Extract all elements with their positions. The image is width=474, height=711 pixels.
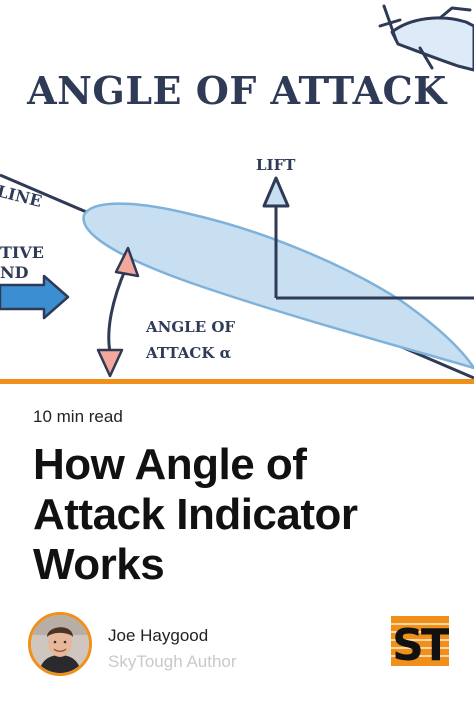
author-row: Joe Haygood SkyTough Author ST: [28, 612, 458, 682]
person-photo-icon: [31, 615, 89, 673]
article-title-line1: How Angle of: [33, 440, 307, 489]
lift-arrow-icon: [262, 176, 290, 208]
relative-wind-label-line1: TIVE: [0, 243, 44, 262]
angle-of-attack-diagram: LINE TIVE ND LIFT ANGLE OF ATTACK α: [0, 4, 474, 384]
relative-wind-label-line2: ND: [0, 263, 29, 282]
hero-title: ANGLE OF ATTACK: [27, 68, 447, 113]
relative-wind-arrow-icon: [0, 274, 70, 320]
angle-arrow-up-icon: [114, 246, 140, 278]
airplane-icon: [378, 4, 474, 72]
skytough-logo-icon: ST: [391, 616, 454, 671]
aoa-label-line1: ANGLE OF: [145, 318, 235, 336]
ground-line: [0, 379, 474, 384]
author-name[interactable]: Joe Haygood: [108, 626, 209, 645]
angle-arc: [107, 267, 128, 353]
aoa-label-line2: ATTACK α: [145, 344, 232, 362]
read-time: 10 min read: [33, 407, 123, 426]
article-title-line3: Works: [33, 540, 165, 589]
author-role: SkyTough Author: [108, 652, 237, 671]
hero-illustration: LINE TIVE ND LIFT ANGLE OF ATTACK α ANGL…: [0, 4, 474, 384]
airfoil-shape: [82, 202, 474, 370]
angle-arrow-down-icon: [96, 348, 124, 378]
svg-text:ST: ST: [392, 620, 449, 666]
author-avatar[interactable]: [28, 612, 92, 676]
lift-label: LIFT: [256, 156, 296, 174]
article-title[interactable]: How Angle of Attack Indicator Works: [33, 440, 443, 590]
article-title-line2: Attack Indicator: [33, 490, 358, 539]
